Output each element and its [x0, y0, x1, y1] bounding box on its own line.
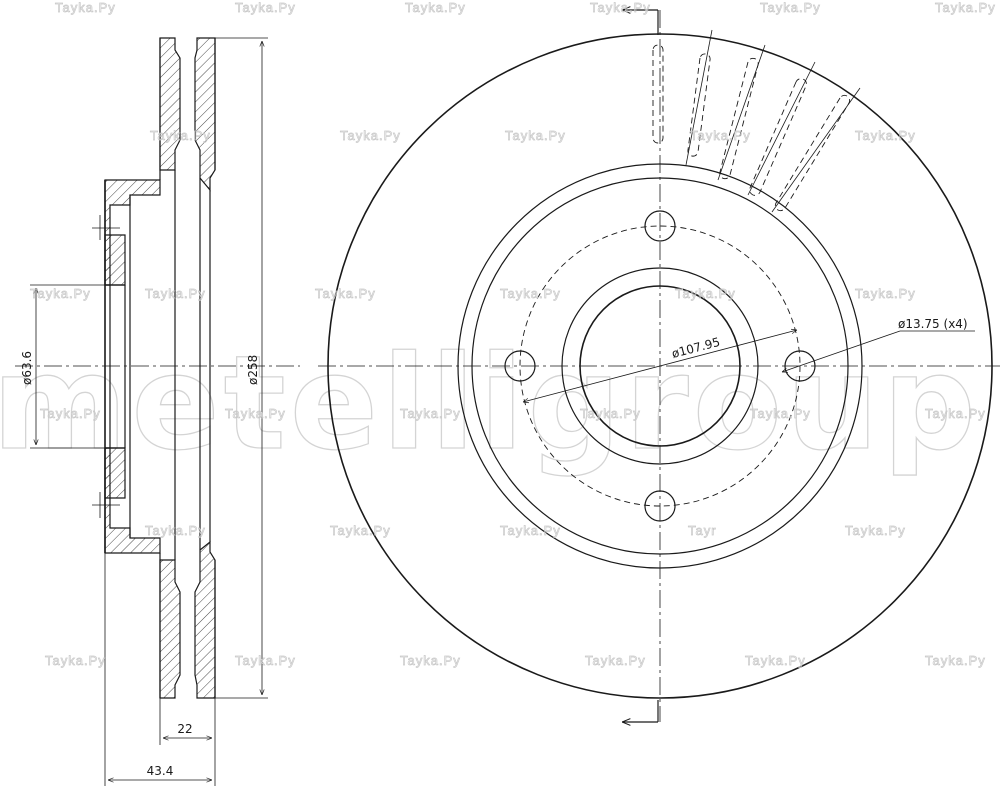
watermark-13: Tayka.Py [145, 286, 206, 301]
hub-bore-label: ø63.6 [20, 351, 34, 385]
watermark-4: Tayka.Py [590, 0, 651, 15]
total-height-label: 43.4 [147, 764, 174, 778]
watermark-8: Tayka.Py [340, 128, 401, 143]
watermark-14: Tayka.Py [315, 286, 376, 301]
watermark-26: Tayka.Py [500, 523, 561, 538]
section-upper-outer-plate [159, 37, 181, 171]
watermark-10: Tayka.Py [690, 128, 751, 143]
watermark-23: Tayka.Py [925, 406, 986, 421]
vane-leader-1 [685, 29, 713, 166]
bolt-holes-label: ø13.75 (x4) [898, 317, 968, 331]
outer-diameter-label: ø258 [246, 355, 260, 385]
watermark-30: Tayka.Py [235, 653, 296, 668]
vane-leader-4 [771, 87, 861, 213]
watermark-29: Tayka.Py [45, 653, 106, 668]
text-watermarks: Tayka.Py Tayka.Py Tayka.Py Tayka.Py Tayk… [30, 0, 996, 668]
watermark-20: Tayka.Py [400, 406, 461, 421]
watermark-31: Tayka.Py [400, 653, 461, 668]
watermark-17: Tayka.Py [855, 286, 916, 301]
watermark-1: Tayka.Py [55, 0, 116, 15]
section-upper-inner-plate [194, 37, 216, 192]
watermark-32: Tayka.Py [585, 653, 646, 668]
watermark-22: Tayka.Py [750, 406, 811, 421]
vane-5 [774, 94, 851, 212]
watermark-33: Tayka.Py [745, 653, 806, 668]
watermark-27: Tayr [688, 523, 717, 538]
watermark-25: Tayka.Py [330, 523, 391, 538]
vane-4 [749, 78, 807, 196]
watermark-24: Tayka.Py [145, 523, 206, 538]
cooling-vanes [652, 29, 861, 213]
watermark-5: Tayka.Py [760, 0, 821, 15]
vane-leader-2 [717, 44, 766, 181]
watermark-18: Tayka.Py [40, 406, 101, 421]
bolt-hole-top [644, 210, 676, 242]
watermark-28: Tayka.Py [845, 523, 906, 538]
watermark-19: Tayka.Py [225, 406, 286, 421]
watermark-7: Tayka.Py [150, 128, 211, 143]
vane-3 [719, 57, 759, 180]
watermark-34: Tayka.Py [925, 653, 986, 668]
side-section-view: ø63.6 ø258 22 43.4 [15, 37, 300, 786]
vane-leader-3 [747, 61, 816, 196]
section-hub-upper-bolt [104, 234, 126, 286]
watermark-2: Tayka.Py [235, 0, 296, 15]
watermark-6: Tayka.Py [935, 0, 996, 15]
watermark-9: Tayka.Py [505, 128, 566, 143]
section-lower-inner-plate [194, 540, 216, 699]
watermark-21: Tayka.Py [580, 406, 641, 421]
watermark-15: Tayka.Py [500, 286, 561, 301]
thickness-label: 22 [177, 722, 192, 736]
watermark-12: Tayka.Py [30, 286, 91, 301]
watermark-16: Tayka.Py [675, 286, 736, 301]
pcd-dim-line [523, 330, 797, 402]
watermark-11: Tayka.Py [855, 128, 916, 143]
vane-1 [652, 44, 664, 144]
section-lower-outer-plate [159, 559, 181, 699]
vane-2 [687, 53, 711, 157]
bolt-hole-leader [782, 330, 901, 372]
watermark-3: Tayka.Py [405, 0, 466, 15]
logo-watermark: metelligroup [0, 327, 980, 479]
